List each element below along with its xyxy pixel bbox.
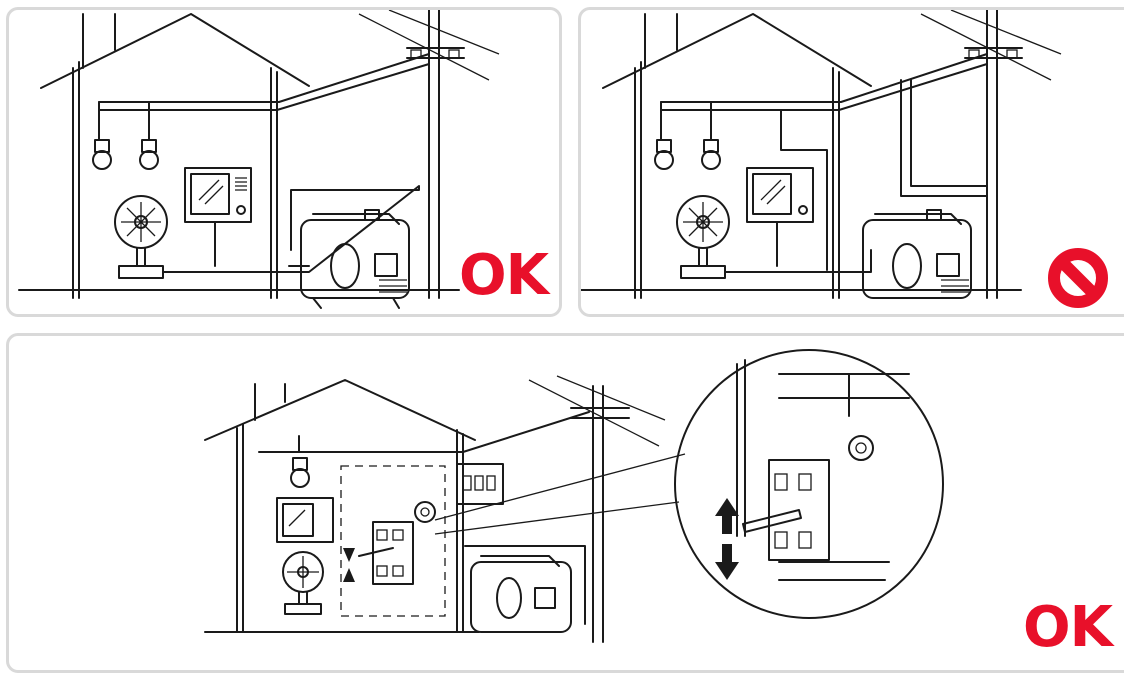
transfer-switch-icon bbox=[359, 522, 413, 584]
generator-icon bbox=[465, 546, 585, 632]
microwave-icon bbox=[185, 168, 251, 266]
generator-icon bbox=[863, 210, 971, 298]
fan-icon bbox=[115, 196, 167, 278]
ok-label: OK bbox=[1023, 600, 1112, 656]
fan-icon bbox=[677, 196, 729, 278]
house-scene-incorrect bbox=[581, 10, 1124, 317]
generator-icon bbox=[301, 210, 409, 308]
utility-pole bbox=[529, 376, 665, 642]
panel-correct-wiring: OK bbox=[6, 7, 562, 317]
mains-wire bbox=[259, 412, 589, 452]
house-outline bbox=[205, 380, 479, 632]
light-bulb-icon bbox=[655, 140, 720, 169]
light-bulb-icon bbox=[291, 458, 309, 487]
ok-label: OK bbox=[459, 248, 548, 304]
panel-incorrect-wiring bbox=[578, 7, 1124, 317]
house-outline bbox=[19, 14, 459, 298]
house-outline bbox=[581, 14, 1021, 298]
microwave-icon bbox=[747, 110, 827, 270]
meter-icon bbox=[415, 502, 435, 522]
mains-wire bbox=[661, 54, 987, 110]
fan-icon bbox=[283, 552, 323, 614]
light-bulb-icon bbox=[93, 140, 158, 169]
zoom-connector bbox=[435, 454, 685, 534]
transfer-area bbox=[341, 466, 445, 616]
magnified-detail bbox=[675, 350, 943, 618]
prohibited-icon bbox=[1054, 254, 1102, 302]
microwave-icon bbox=[277, 498, 333, 542]
panel-transfer-switch: OK bbox=[6, 333, 1124, 673]
house-scene-transfer-switch bbox=[9, 336, 1124, 673]
up-down-arrow-icon bbox=[343, 548, 355, 582]
